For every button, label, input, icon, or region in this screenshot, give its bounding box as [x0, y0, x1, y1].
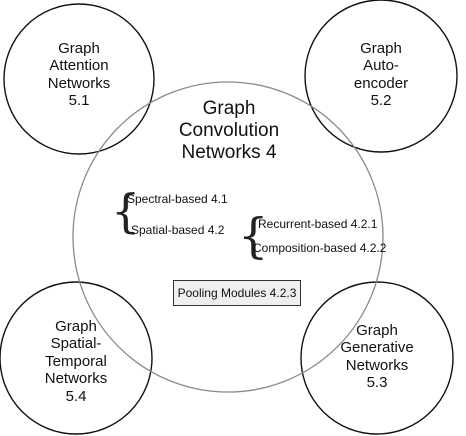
top-left-label: Graph Attention Networks 5.1 [47, 40, 111, 110]
recurrent-based-label: Recurrent-based 4.2.1 [258, 217, 378, 231]
spatial-based-label: Spatial-based 4.2 [131, 223, 225, 237]
composition-based-label: Composition-based 4.2.2 [253, 241, 387, 255]
top-right-label: Graph Auto- encoder 5.2 [353, 40, 409, 110]
bottom-left-label: Graph Spatial- Temporal Networks 5.4 [44, 318, 108, 405]
top-left-circle [3, 3, 155, 155]
left-brace: { [111, 184, 141, 238]
spectral-based-label: Spectral-based 4.1 [127, 192, 228, 206]
top-right-circle [304, 0, 458, 153]
center-title: Graph Convolution Networks 4 [178, 98, 280, 164]
pooling-modules-box: Pooling Modules 4.2.3 [173, 280, 301, 306]
bottom-right-label: Graph Generative Networks 5.3 [340, 322, 414, 392]
bottom-left-circle [0, 281, 153, 435]
right-brace: { [238, 208, 269, 264]
center-circle [72, 81, 384, 393]
